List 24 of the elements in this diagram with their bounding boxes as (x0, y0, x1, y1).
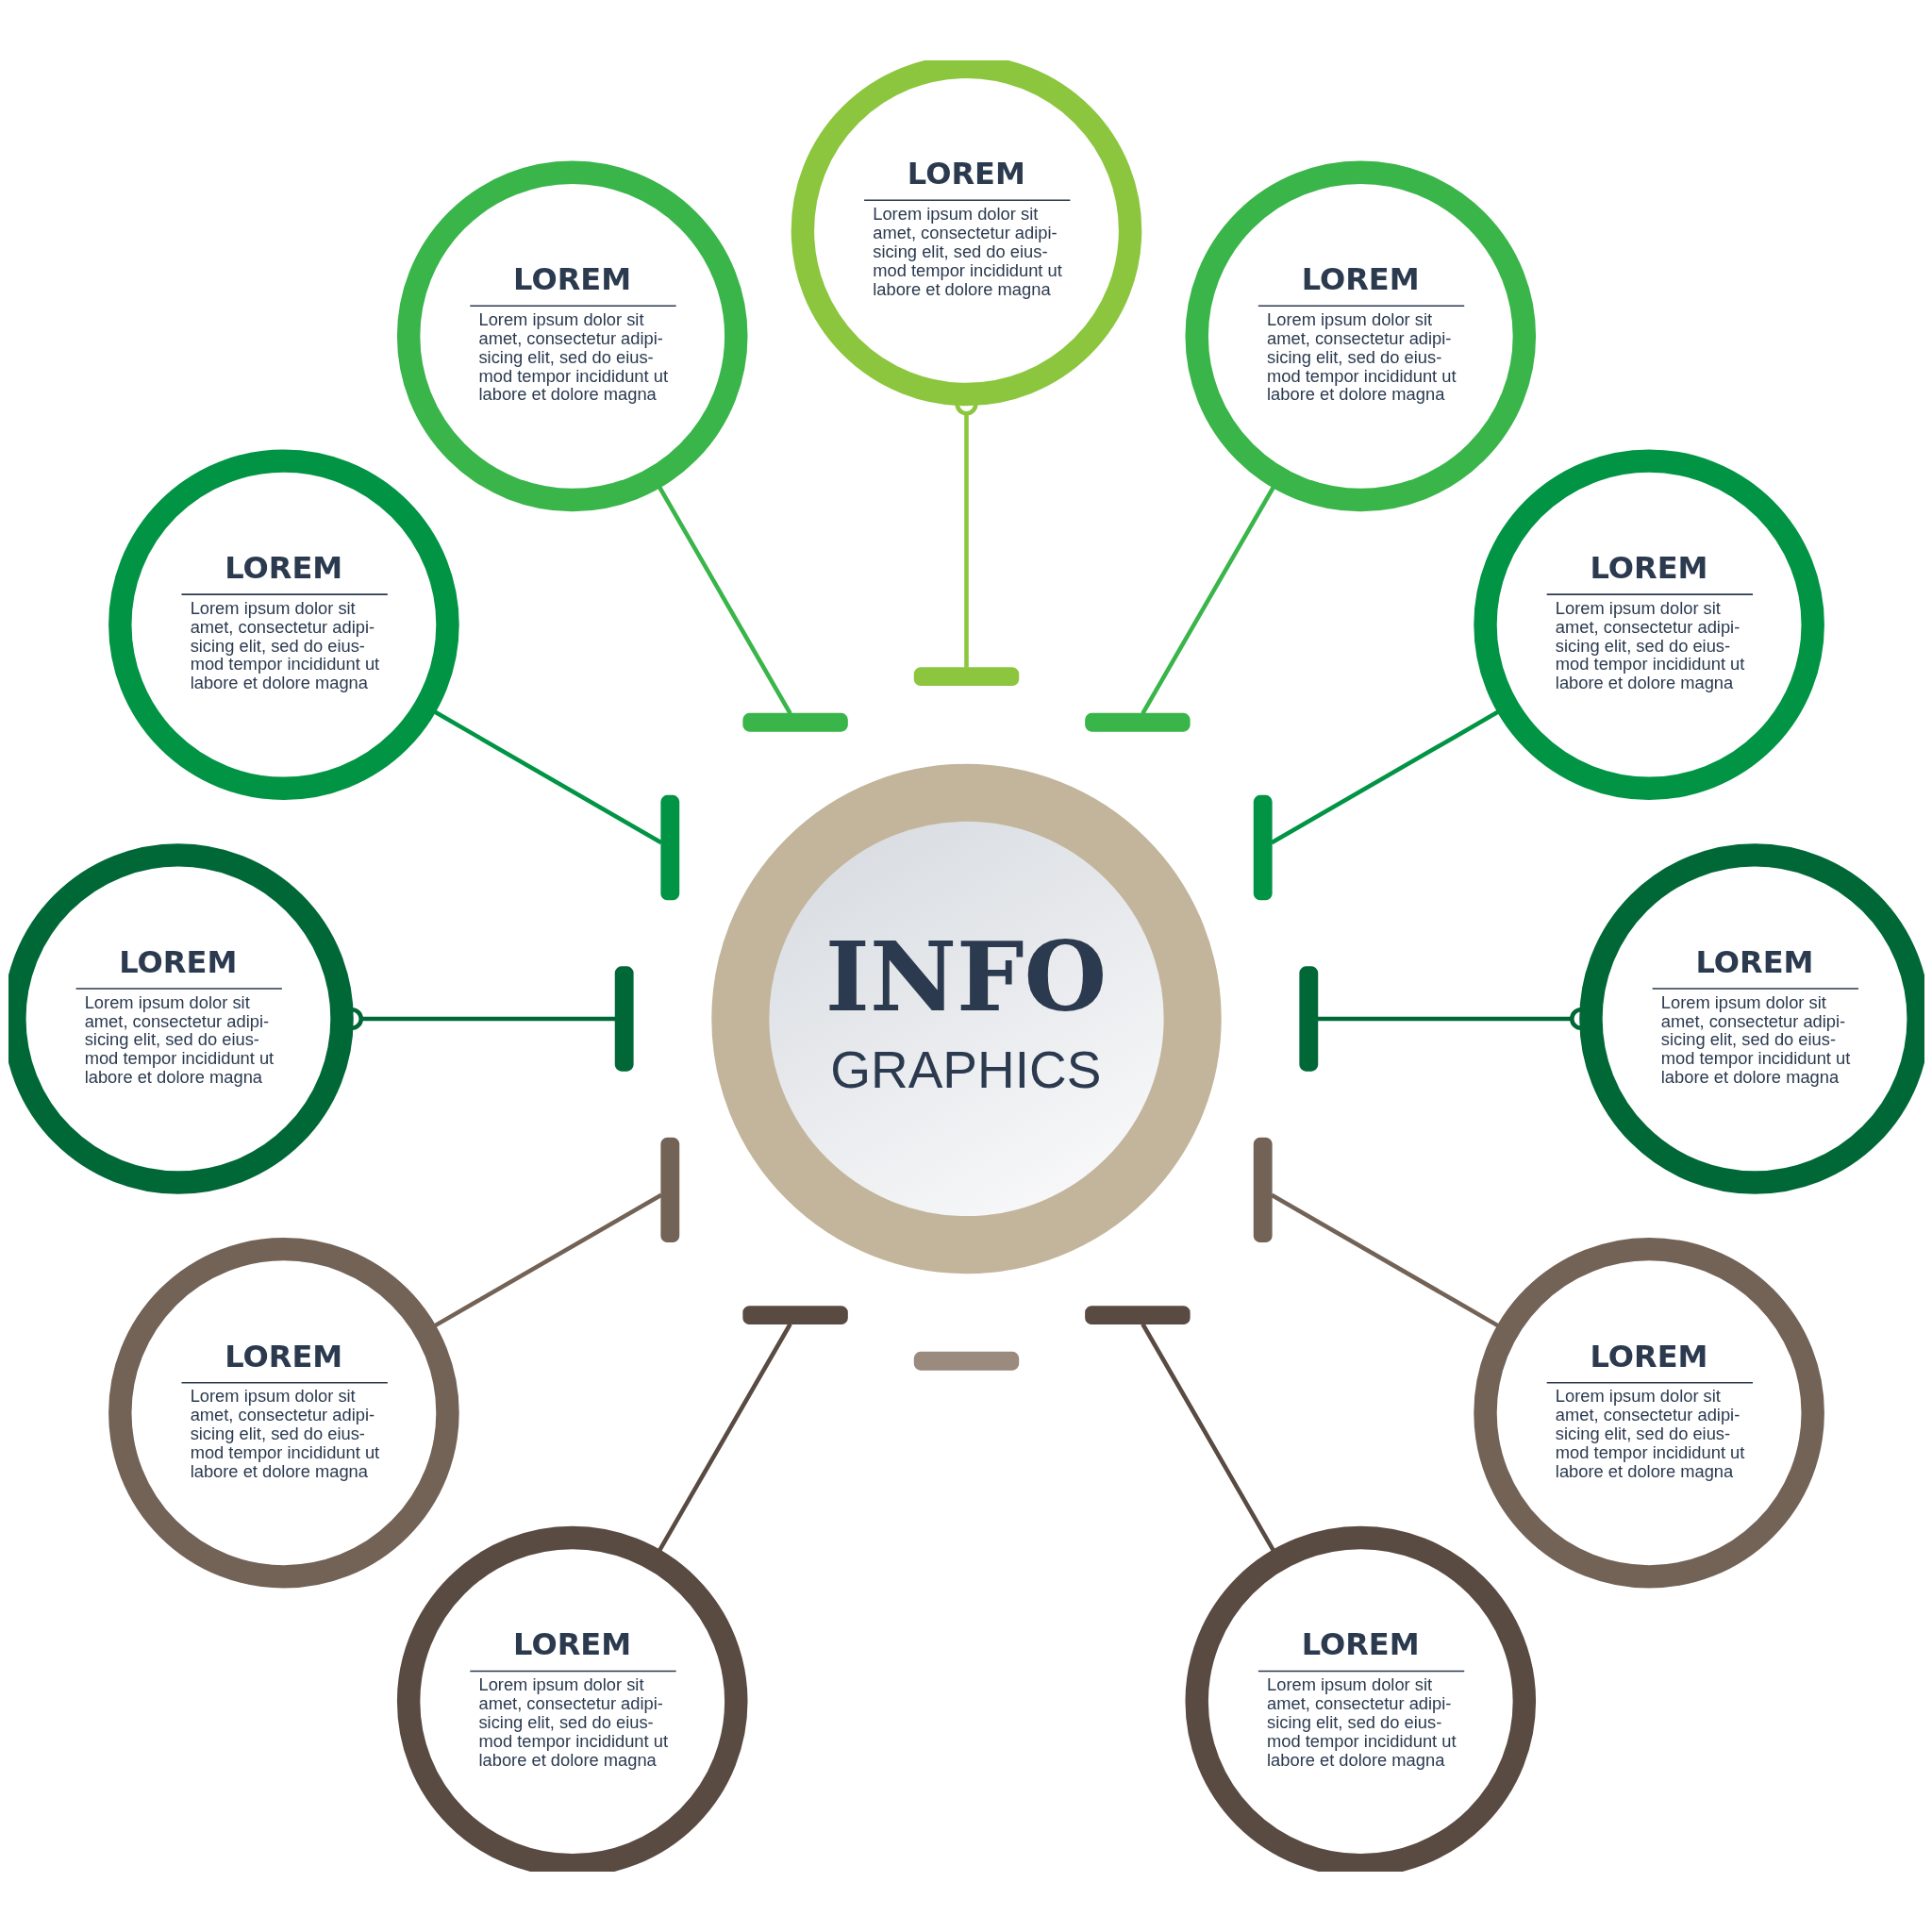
node-arc (1084, 1306, 1191, 1325)
node-circle: LOREM Lorem ipsum dolor sit amet, consectetur adipi- sicing elit, sed do eius- mod tempor incididunt ut labore et dolore magna (396, 160, 748, 512)
node-arc (741, 712, 848, 732)
node-arc (1298, 966, 1318, 1072)
node-circle: LOREM Lorem ipsum dolor sit amet, consectetur adipi- sicing elit, sed do eius- mod tempor incididunt ut labore et dolore magna (1184, 160, 1536, 512)
node-circle: LOREM Lorem ipsum dolor sit amet, consectetur adipi- sicing elit, sed do eius- mod tempor incididunt ut labore et dolore magna (1578, 843, 1924, 1194)
node-arc (659, 794, 679, 901)
node-circle: LOREM Lorem ipsum dolor sit amet, consectetur adipi- sicing elit, sed do eius- mod tempor incididunt ut labore et dolore magna (108, 449, 459, 800)
node-arc (1253, 794, 1273, 901)
node-circle: LOREM Lorem ipsum dolor sit amet, consectetur adipi- sicing elit, sed do eius- mod tempor incididunt ut labore et dolore magna (1473, 449, 1824, 800)
node-arc (659, 1137, 679, 1243)
node-circle: LOREM Lorem ipsum dolor sit amet, consectetur adipi- sicing elit, sed do eius- mod tempor incididunt ut labore et dolore magna (8, 843, 354, 1194)
node-circle: LOREM Lorem ipsum dolor sit amet, consectetur adipi- sicing elit, sed do eius- mod tempor incididunt ut labore et dolore magna (1473, 1237, 1824, 1589)
node-circle: LOREM Lorem ipsum dolor sit amet, consectetur adipi- sicing elit, sed do eius- mod tempor incididunt ut labore et dolore magna (1184, 1525, 1536, 1872)
node-arc (1084, 712, 1191, 732)
node-arc (741, 1306, 848, 1325)
node-arc (1253, 1137, 1273, 1243)
node-circle: LOREM Lorem ipsum dolor sit amet, consectetur adipi- sicing elit, sed do eius- mod tempor incididunt ut labore et dolore magna (396, 1525, 748, 1872)
node-arc (913, 667, 1019, 687)
node-arc (614, 966, 634, 1072)
node-arc (913, 1351, 1019, 1371)
node-circle: LOREM Lorem ipsum dolor sit amet, consectetur adipi- sicing elit, sed do eius- mod tempor incididunt ut labore et dolore magna (108, 1237, 459, 1589)
node-circle: LOREM Lorem ipsum dolor sit amet, consectetur adipi- sicing elit, sed do eius- mod tempor incididunt ut labore et dolore magna (791, 60, 1141, 407)
node-circle: INFO GRAPHICS (710, 763, 1222, 1274)
